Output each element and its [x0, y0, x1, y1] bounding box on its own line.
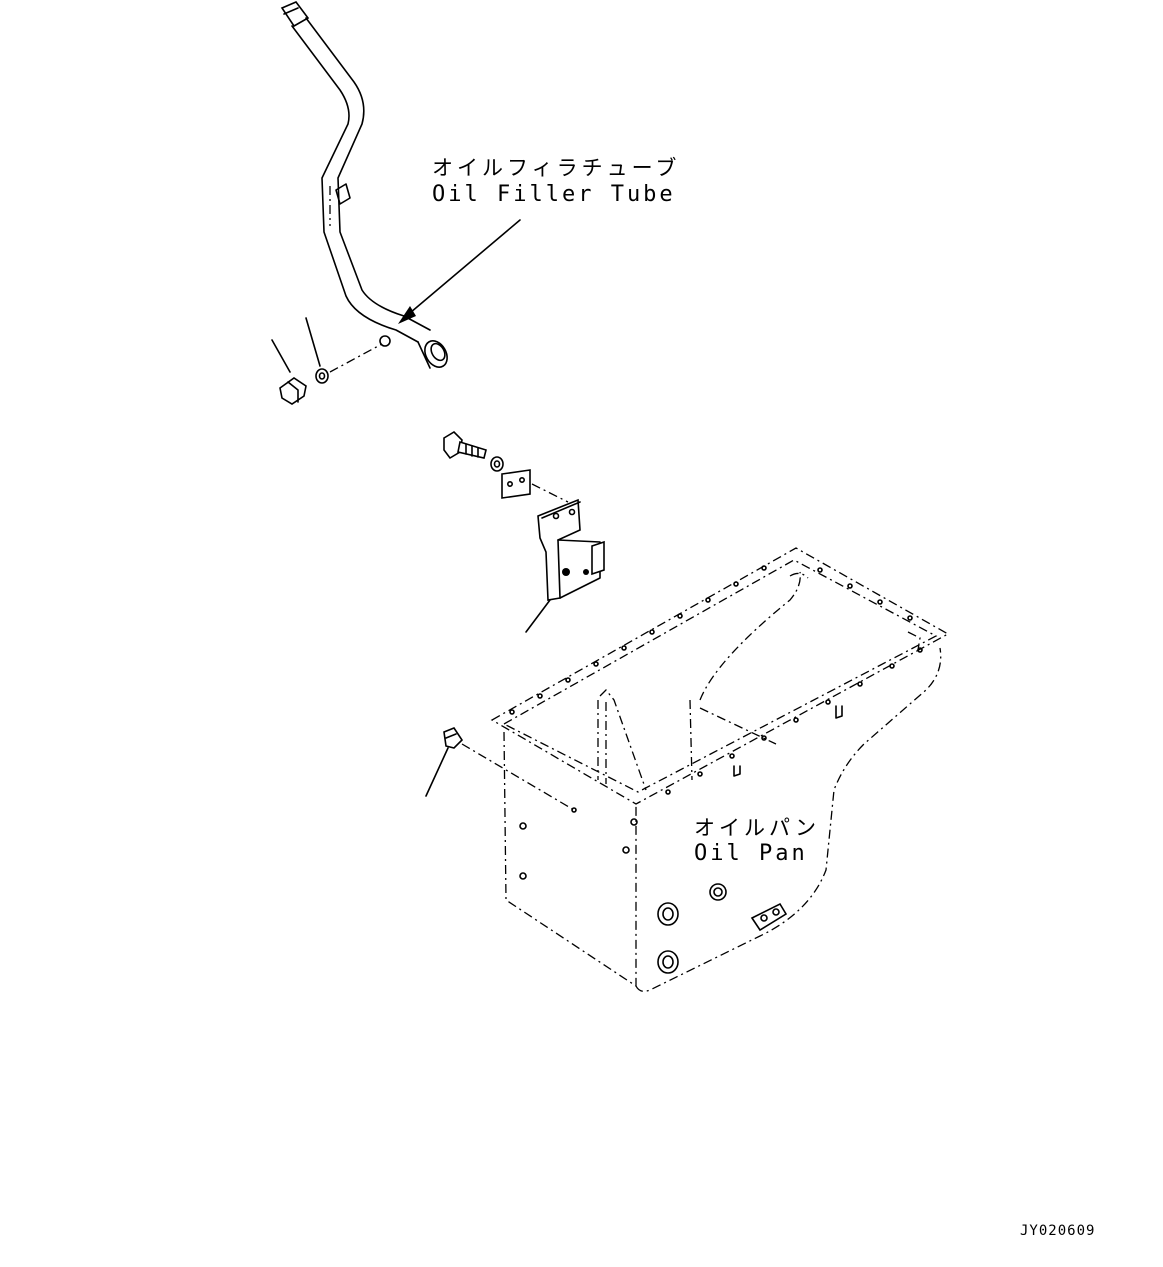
bracket-bolt — [443, 430, 487, 460]
drawing-code: JY020609 — [1020, 1223, 1096, 1239]
bracket-washer — [490, 456, 504, 472]
bracket — [525, 498, 605, 633]
drain-plug — [425, 727, 464, 797]
tube-washer — [305, 317, 383, 384]
oil-pan — [461, 547, 950, 992]
bracket-plate — [501, 469, 569, 503]
oil-pan-label-en: Oil Pan — [694, 841, 808, 866]
oil-filler-tube-label-en: Oil Filler Tube — [432, 182, 676, 207]
tube-leader-arrow — [398, 219, 521, 324]
oil-filler-tube — [280, 1, 448, 369]
oil-filler-tube-label-ja: オイルフィラチューブ — [432, 156, 681, 180]
tube-bolt — [271, 339, 307, 405]
oil-pan-label-ja: オイルパン — [694, 816, 821, 840]
